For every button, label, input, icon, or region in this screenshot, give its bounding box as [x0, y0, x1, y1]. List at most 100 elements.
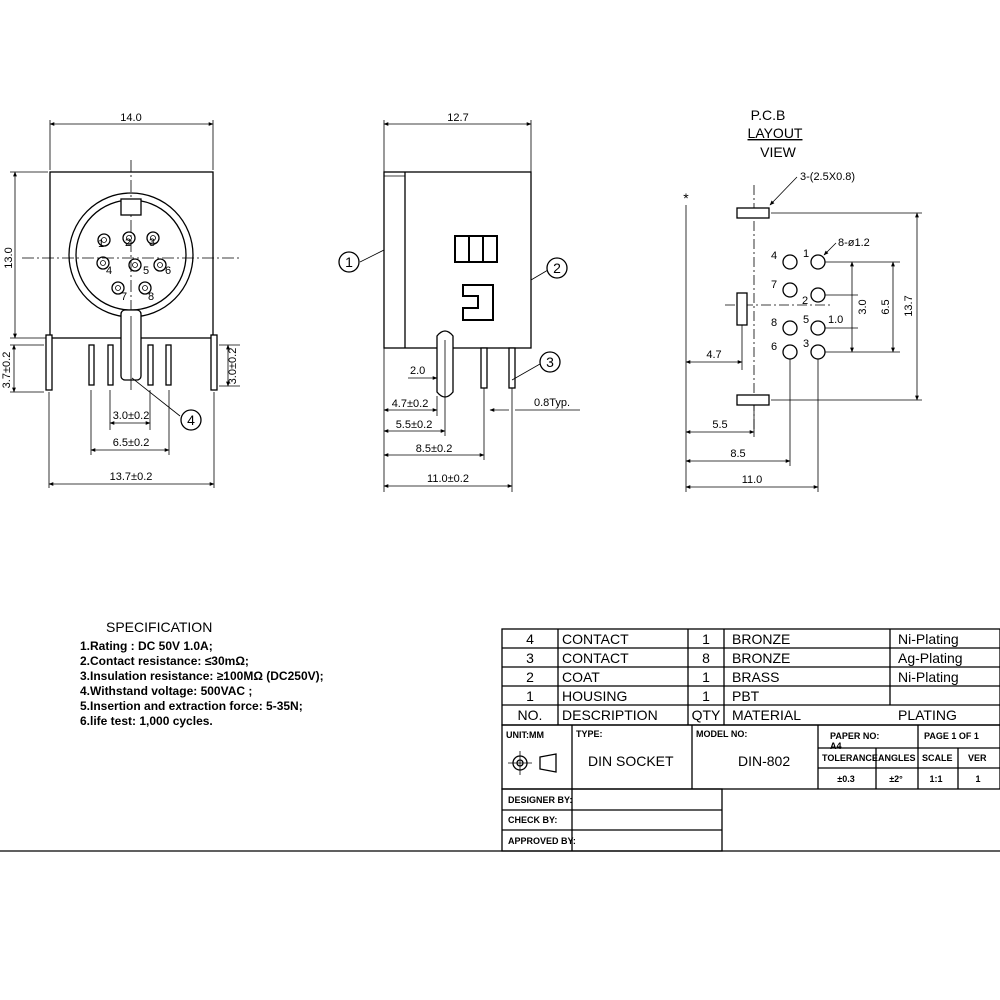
- pcb-pin-label: 3: [803, 338, 809, 350]
- bom-header-desc: DESCRIPTION: [562, 707, 658, 723]
- bom-no: 4: [526, 631, 534, 647]
- bom-header-material: MATERIAL: [732, 707, 801, 723]
- bom-material: PBT: [732, 688, 760, 704]
- check-label: CHECK BY:: [508, 815, 557, 825]
- pcb-pin-label: 6: [771, 341, 777, 353]
- callout-2: 2: [553, 260, 561, 276]
- side-dim-2: 2.0: [410, 365, 425, 377]
- pcb-dim-137: 13.7: [903, 295, 915, 316]
- bom-material: BRONZE: [732, 650, 790, 666]
- front-dim-outer-pins: 6.5±0.2: [113, 437, 150, 449]
- front-pin-label: 5: [143, 265, 149, 277]
- bom-header-plating: PLATING: [898, 707, 957, 723]
- pcb-pin-label: 2: [802, 295, 808, 307]
- pcb-pin-label: 1: [803, 248, 809, 260]
- pcb-dim-85: 8.5: [730, 448, 745, 460]
- front-pin-label: 6: [165, 265, 171, 277]
- bom-desc: CONTACT: [562, 631, 629, 647]
- front-dim-pin-right: 3.0±0.2: [227, 348, 239, 385]
- projection-icon: [508, 751, 557, 775]
- spec-item: 3.Insulation resistance: ≥100MΩ (DC250V)…: [80, 669, 324, 683]
- callout-3: 3: [546, 354, 554, 370]
- angles-label: ANGLES: [878, 753, 916, 763]
- type-value: DIN SOCKET: [588, 753, 674, 769]
- side-dim-110: 11.0±0.2: [427, 473, 469, 485]
- ver-value: 1: [975, 774, 980, 784]
- spec-item: 1.Rating : DC 50V 1.0A;: [80, 639, 213, 653]
- front-dim-pin-pitch: 3.0±0.2: [113, 410, 150, 422]
- bom-qty: 1: [702, 631, 710, 647]
- front-dim-height: 13.0: [3, 247, 15, 268]
- side-dim-width: 12.7: [447, 112, 468, 124]
- bom-header-qty: QTY: [692, 707, 721, 723]
- front-pin-label: 8: [148, 291, 154, 303]
- bom-table: 4 CONTACT 1 BRONZE Ni-Plating 3 CONTACT …: [501, 628, 1000, 726]
- type-label: TYPE:: [576, 729, 603, 739]
- angles-value: ±2°: [889, 774, 903, 784]
- front-dim-span: 13.7±0.2: [110, 471, 153, 483]
- pcb-dim-55: 5.5: [712, 419, 727, 431]
- pcb-pin-label: 8: [771, 317, 777, 329]
- side-dim-47: 4.7±0.2: [392, 398, 429, 410]
- bom-desc: CONTACT: [562, 650, 629, 666]
- bom-qty: 1: [702, 688, 710, 704]
- spec-item: 5.Insertion and extraction force: 5-35N;: [80, 699, 303, 713]
- pcb-dim-30: 3.0: [857, 299, 869, 314]
- model-value: DIN-802: [738, 753, 790, 769]
- bom-material: BRASS: [732, 669, 779, 685]
- pcb-pin-label: 7: [771, 279, 777, 291]
- scale-label: SCALE: [922, 753, 953, 763]
- bom-qty: 8: [702, 650, 710, 666]
- bom-desc: HOUSING: [562, 688, 627, 704]
- title-block: UNIT:MM TYPE: DIN SOCKET MODEL NO: DIN-8…: [501, 724, 1000, 852]
- bom-plating: Ni-Plating: [898, 631, 959, 647]
- bom-no: 3: [526, 650, 534, 666]
- pcb-pin-holes: 4 1 7 2 8 5 6 3: [771, 248, 826, 360]
- pcb-pin-label: 4: [771, 250, 777, 262]
- designer-label: DESIGNER BY:: [508, 795, 572, 805]
- spec-title: SPECIFICATION: [106, 619, 212, 635]
- bom-plating: Ag-Plating: [898, 650, 963, 666]
- bom-no: 1: [526, 688, 534, 704]
- front-pin-label: 3: [149, 237, 155, 249]
- side-dim-55: 5.5±0.2: [396, 419, 433, 431]
- pcb-star: *: [683, 190, 689, 206]
- pcb-dim-47: 4.7: [706, 349, 721, 361]
- bom-material: BRONZE: [732, 631, 790, 647]
- front-dim-width: 14.0: [120, 112, 141, 124]
- paper-label: PAPER NO:: [830, 731, 879, 741]
- pcb-hole-note: 8-ø1.2: [838, 237, 870, 249]
- pcb-title-3: VIEW: [760, 144, 797, 160]
- tolerance-value: ±0.3: [837, 774, 854, 784]
- side-dim-85: 8.5±0.2: [416, 443, 453, 455]
- specification: SPECIFICATION 1.Rating : DC 50V 1.0A; 2.…: [80, 619, 324, 728]
- side-dim-pin: 0.8Typ.: [534, 397, 570, 409]
- pcb-pin-label: 5: [803, 314, 809, 326]
- bom-qty: 1: [702, 669, 710, 685]
- spec-item: 2.Contact resistance: ≤30mΩ;: [80, 654, 249, 668]
- front-view: 14.0 13.0 1 2 3 4 5 6 7: [1, 112, 240, 488]
- pcb-slot-note: 3-(2.5X0.8): [800, 171, 855, 183]
- callout-1: 1: [345, 254, 353, 270]
- front-pin-label: 2: [125, 237, 131, 249]
- front-pin-label: 4: [106, 265, 112, 277]
- front-pin-label: 7: [121, 291, 127, 303]
- ver-label: VER: [968, 753, 987, 763]
- scale-value: 1:1: [929, 774, 942, 784]
- bom-header-no: NO.: [518, 707, 543, 723]
- front-dim-pin-left: 3.7±0.2: [1, 352, 13, 389]
- model-label: MODEL NO:: [696, 729, 747, 739]
- bom-no: 2: [526, 669, 534, 685]
- page-label: PAGE 1 OF 1: [924, 731, 979, 741]
- approved-label: APPROVED BY:: [508, 836, 576, 846]
- spec-item: 4.Withstand voltage: 500VAC ;: [80, 684, 252, 698]
- tolerance-label: TOLERANCE: [822, 753, 878, 763]
- unit-label: UNIT:MM: [506, 730, 544, 740]
- pcb-dim-10: 1.0: [828, 314, 843, 326]
- side-view: 12.7 1 2 3 2.0 4.7±0.2: [338, 112, 580, 492]
- pcb-dim-65: 6.5: [880, 299, 892, 314]
- pcb-title-2: LAYOUT: [748, 125, 803, 141]
- bom-desc: COAT: [562, 669, 600, 685]
- spec-item: 6.life test: 1,000 cycles.: [80, 714, 213, 728]
